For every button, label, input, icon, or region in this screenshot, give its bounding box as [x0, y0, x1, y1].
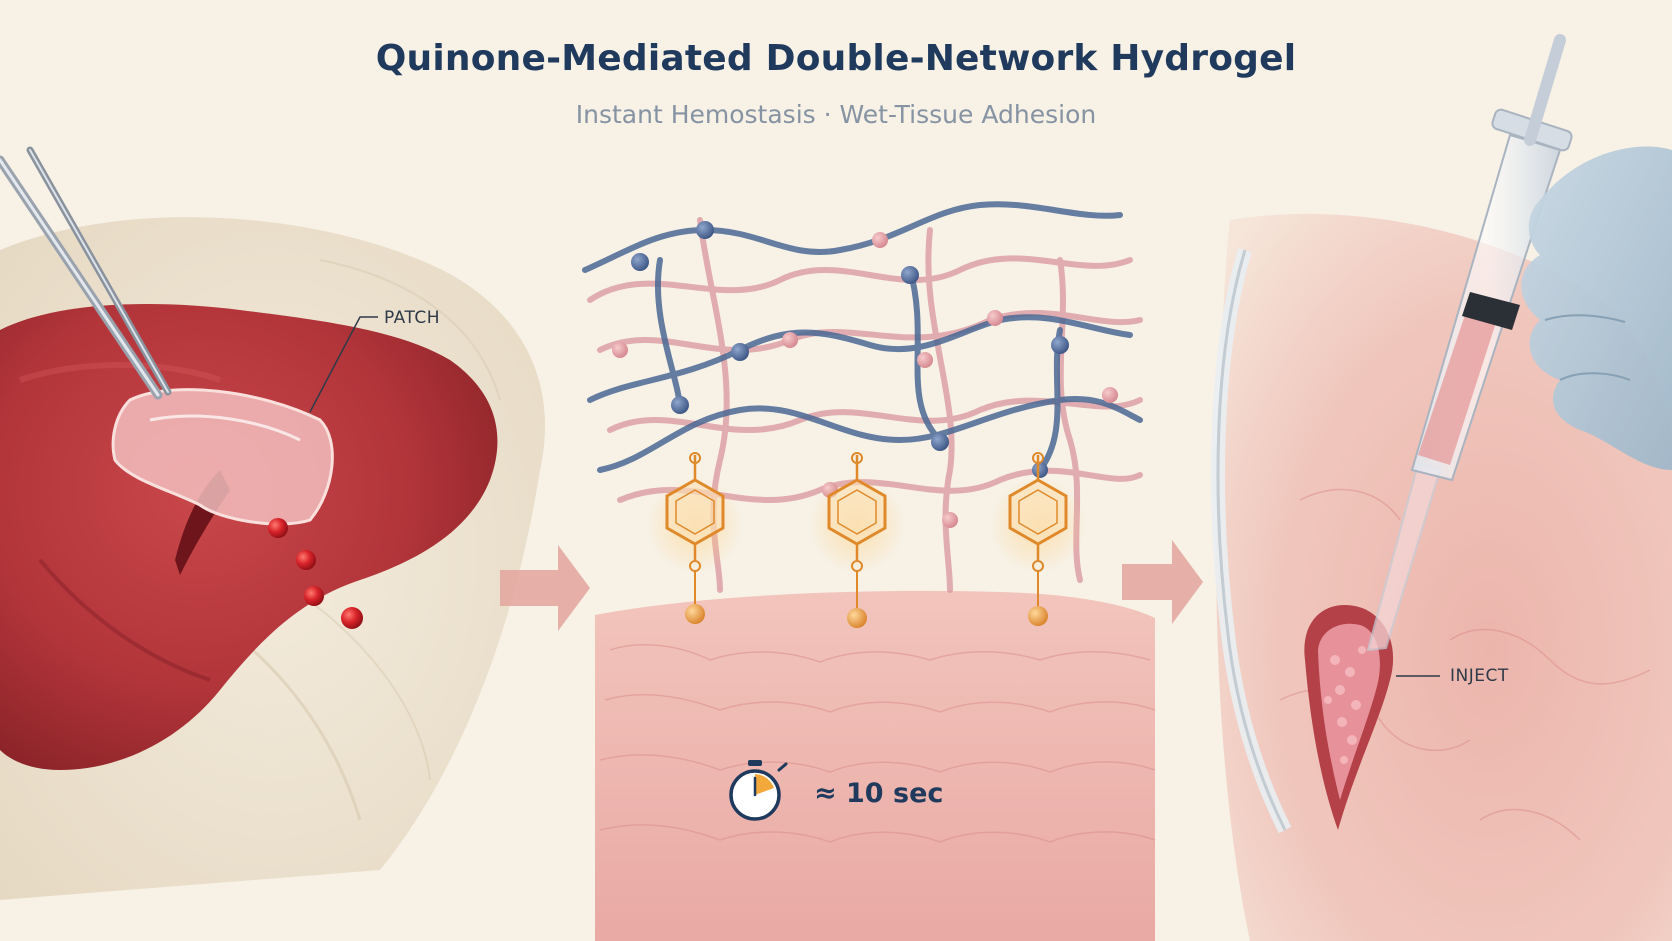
- arrow-right-icon: [1122, 540, 1203, 624]
- blood-drop: [296, 550, 316, 570]
- glove-icon: [1521, 146, 1672, 470]
- left-panel-liver: [0, 146, 545, 901]
- time-label: ≈ 10 sec: [814, 778, 944, 809]
- page-subtitle: Instant Hemostasis · Wet-Tissue Adhesion: [575, 100, 1097, 129]
- inject-callout-label: INJECT: [1450, 666, 1509, 686]
- quinone-ring-icon: [647, 452, 743, 624]
- stopwatch-icon: [729, 760, 788, 821]
- center-panel-network: [582, 201, 1156, 941]
- arrow-right-icon: [500, 545, 590, 631]
- quinone-ring-icon: [990, 452, 1086, 626]
- forceps-icon: [0, 146, 172, 400]
- right-panel-injection: [1211, 34, 1672, 941]
- tissue-surface: [595, 590, 1155, 941]
- blood-drop: [341, 607, 363, 629]
- blood-drop: [304, 586, 324, 606]
- quinone-ring-icon: [809, 452, 905, 628]
- page-title: Quinone-Mediated Double-Network Hydrogel: [375, 38, 1297, 79]
- patch-callout-label: PATCH: [384, 308, 441, 328]
- hydrogel-patch: [111, 388, 334, 526]
- quinone-linkers: [647, 452, 1086, 628]
- syringe-icon: [1366, 34, 1573, 652]
- blood-drop: [268, 518, 288, 538]
